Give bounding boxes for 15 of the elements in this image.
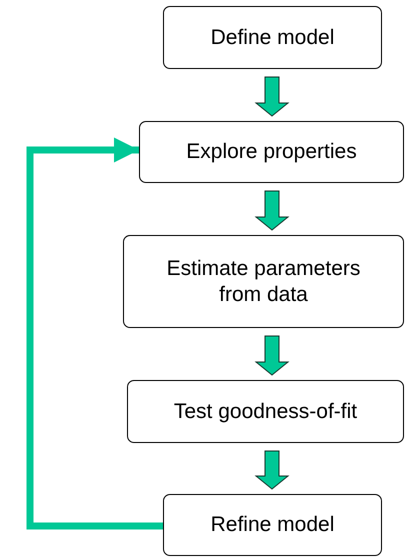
box-label: Refine model bbox=[210, 512, 334, 538]
feedback-arrow bbox=[26, 137, 163, 530]
process-box bbox=[139, 121, 404, 183]
process-box bbox=[123, 235, 404, 328]
box-label: Estimate parameters from data bbox=[166, 256, 362, 307]
process-box bbox=[163, 494, 382, 556]
box-label: Test goodness-of-fit bbox=[174, 398, 358, 424]
block-arrow bbox=[254, 336, 290, 376]
box-label: Explore properties bbox=[186, 139, 357, 165]
block-arrow bbox=[254, 190, 290, 231]
block-arrow bbox=[254, 450, 290, 490]
box-label: Define model bbox=[210, 24, 334, 50]
block-arrow bbox=[254, 76, 290, 117]
process-box bbox=[127, 380, 404, 443]
process-box bbox=[163, 6, 382, 69]
